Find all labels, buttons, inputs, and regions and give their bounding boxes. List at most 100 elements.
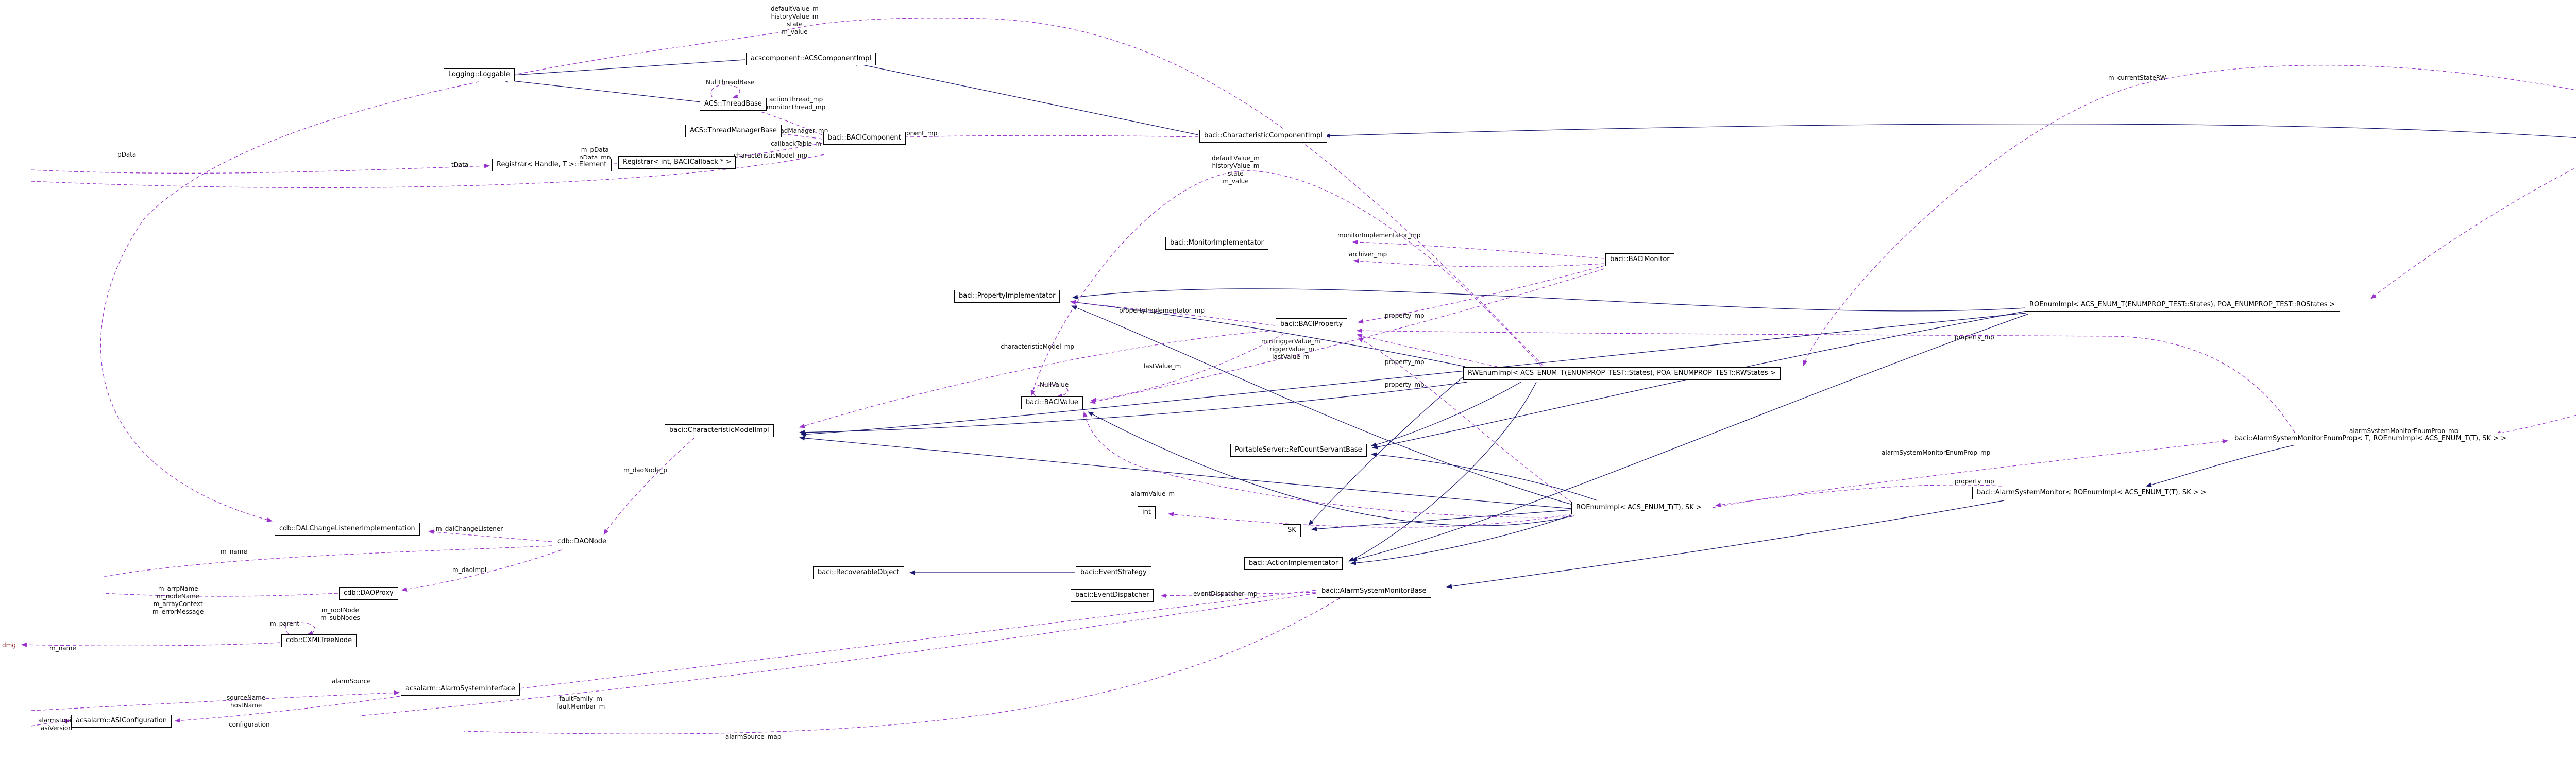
class-node-refcountservantbase[interactable]: PortableServer::RefCountServantBase — [1230, 444, 1367, 457]
edge-defaultvalue-bacivalue — [1030, 170, 1542, 396]
class-node-registrar-callback[interactable]: Registrar< int, BACICallback * > — [618, 156, 736, 169]
class-node-roenumimpl-states[interactable]: ROEnumImpl< ACS_ENUM_T(ENUMPROP_TEST::St… — [2025, 299, 2340, 312]
class-node-daonode[interactable]: cdb::DAONode — [553, 536, 612, 548]
edge-asi-configuration — [175, 696, 400, 723]
edge-daonode-dalchangelistener — [428, 529, 552, 542]
edge-rw-refcount — [1371, 382, 1521, 447]
edge-baciproperty-bacivalue — [1091, 333, 1284, 403]
edge-tdata — [30, 163, 490, 174]
edge-label: alarmSource_map — [725, 733, 782, 740]
edge-rosk-enumpropmonitor — [1712, 439, 2228, 508]
edge-baciproperty-propertyimplementator — [1070, 300, 1275, 326]
edge-label: property_mp — [1385, 381, 1425, 388]
class-node-characteristiccomponentimpl[interactable]: baci::CharacteristicComponentImpl — [1199, 130, 1327, 143]
edge-rw-propertyimplementator — [1070, 300, 1466, 367]
edge-label: m_arrpName m_nodeName m_arrayContext m_e… — [152, 585, 204, 615]
edge-daonode-daoproxy — [401, 549, 562, 592]
class-node-roenumimpl-t-sk[interactable]: ROEnumImpl< ACS_ENUM_T(T), SK > — [1571, 502, 1706, 514]
edge-rw-actionimplementator — [1348, 382, 1537, 562]
edge-archiver — [1353, 258, 1605, 267]
class-node-monitorimplementator[interactable]: baci::MonitorImplementator — [1165, 237, 1268, 250]
edge-asiconfig-left — [30, 719, 71, 727]
edge-label: minTriggerValue_m triggerValue_m lastVal… — [1261, 338, 1320, 360]
class-node-threadmanagerbase[interactable]: ACS::ThreadManagerBase — [685, 125, 782, 137]
edge-label: callbackTable_m — [771, 140, 821, 147]
class-node-characteristicmodelimpl[interactable]: baci::CharacteristicModelImpl — [665, 424, 774, 437]
edge-label: configuration — [229, 721, 270, 728]
edge-charmodel-daonode — [603, 437, 695, 535]
edge-alarmsystemmonitor-base — [1446, 500, 2005, 589]
class-node-alarmsystemmonitorenumprop[interactable]: baci::AlarmSystemMonitorEnumProp< T, ROE… — [2230, 433, 2512, 445]
edge-acscomponentimpl-loggable — [503, 59, 745, 78]
edge-label: faultFamily_m faultMember_m — [556, 695, 605, 710]
edge-label: m_parent — [270, 620, 300, 627]
edge-label: m_daoImpl — [452, 566, 487, 574]
edge-label: NullThreadBase — [706, 79, 755, 86]
edge-label: eventDispatcher_mp — [1193, 590, 1258, 597]
edge-enumpropmonitor-alarmsystemmonitor — [2146, 444, 2296, 487]
edge-baciproperty-charmodel — [799, 330, 1275, 428]
class-node-rwenumimpl-states[interactable]: RWEnumImpl< ACS_ENUM_T(ENUMPROP_TEST::St… — [1463, 367, 1781, 380]
edge-label: characteristicModel_mp — [734, 152, 808, 159]
edge-rostates-refcount — [1372, 310, 2027, 450]
class-node-recoverableobject[interactable]: baci::RecoverableObject — [813, 566, 904, 579]
edge-rosk-refcount — [1371, 452, 1598, 501]
edge-rw-sk — [1308, 375, 1465, 526]
class-node-eventdispatcher[interactable]: baci::EventDispatcher — [1071, 589, 1154, 602]
class-node-int[interactable]: int — [1138, 506, 1156, 519]
edge-label: pData — [117, 151, 137, 158]
edge-main-charcomp — [1325, 124, 2576, 139]
class-node-actionimplementator[interactable]: baci::ActionImplementator — [1244, 557, 1343, 570]
class-node-acscomponentimpl[interactable]: acscomponent::ACSComponentImpl — [746, 53, 876, 65]
class-node-bacicomponent[interactable]: baci::BACIComponent — [823, 132, 906, 145]
edge-label: propertyImplementator_mp — [1119, 307, 1205, 314]
edge-label: archiver_mp — [1349, 251, 1387, 258]
class-node-sk[interactable]: SK — [1283, 524, 1301, 537]
edge-enumpropmonitor-baciproperty — [1357, 328, 2295, 433]
edge-label: NullValue — [1040, 381, 1069, 388]
edge-label: m_name — [49, 645, 76, 652]
edge-label: m_currentStateRW — [2108, 74, 2166, 81]
edge-rosk-int — [1168, 512, 1573, 528]
edge-bacicomponent-threadbase — [744, 106, 823, 135]
edge-label: m_dalChangeListener — [436, 525, 503, 532]
edge-label: defaultValue_m historyValue_m state m_va… — [1212, 154, 1260, 185]
edge-rosk-charmodel — [799, 436, 1573, 509]
class-node-asiconfiguration[interactable]: acsalarm::ASIConfiguration — [71, 715, 172, 728]
edge-faultfamily — [360, 593, 1316, 716]
class-node-registrar-element[interactable]: Registrar< Handle, T >::Element — [492, 159, 612, 171]
class-node-threadbase[interactable]: ACS::ThreadBase — [700, 98, 767, 111]
edge-label: dmg — [2, 642, 16, 649]
edge-rosk-propertyimplementator — [1071, 305, 1573, 505]
edge-rostates-propertyimplementator — [1072, 288, 2026, 312]
class-node-eventstrategy[interactable]: baci::EventStrategy — [1076, 566, 1151, 579]
edge-top-arc-left — [100, 31, 785, 522]
class-node-dalchangelistener[interactable]: cdb::DALChangeListenerImplementation — [275, 523, 420, 536]
edge-bacimonitor-monitorimplementator — [1352, 239, 1605, 259]
edge-label: monitorImplementator_mp — [1337, 232, 1421, 239]
edge-label: property_mp — [1385, 358, 1425, 366]
class-node-alarmsysteminterface[interactable]: acsalarm::AlarmSystemInterface — [401, 683, 520, 696]
class-node-baciproperty[interactable]: baci::BACIProperty — [1276, 318, 1348, 331]
edge-threadbase-selfloop — [710, 84, 740, 99]
class-node-alarmsystemmonitor[interactable]: baci::AlarmSystemMonitor< ROEnumImpl< AC… — [1972, 487, 2211, 499]
class-node-cxmltreenode[interactable]: cdb::CXMLTreeNode — [281, 634, 357, 647]
edge-daonode-mname — [103, 545, 552, 577]
class-node-alarmsystemmonitorbase[interactable]: baci::AlarmSystemMonitorBase — [1317, 585, 1431, 598]
edge-asmbase-alarmsysteminterface — [515, 590, 1316, 691]
class-node-propertyimplementator[interactable]: baci::PropertyImplementator — [954, 290, 1060, 303]
edge-rw-baciproperty — [1357, 333, 1498, 367]
class-node-bacimonitor[interactable]: baci::BACIMonitor — [1605, 253, 1674, 266]
edge-label: tData — [451, 161, 469, 168]
class-node-daoproxy[interactable]: cdb::DAOProxy — [339, 587, 398, 600]
edge-daoproxy-left — [103, 593, 338, 597]
class-node-loggable[interactable]: Logging::Loggable — [444, 68, 515, 81]
edge-rostates-charmodel — [801, 313, 2026, 437]
edge-top-arc-right — [784, 18, 1544, 366]
edge-label: alarmValue_m — [1131, 490, 1175, 497]
edge-charcomp-acscomponentimpl — [852, 61, 1199, 135]
class-node-bacivalue[interactable]: baci::BACIValue — [1021, 396, 1083, 409]
edge-main-rwstates — [1803, 65, 2576, 366]
edge-label: alarmSystemMonitorEnumProp_mp — [1882, 449, 1991, 456]
